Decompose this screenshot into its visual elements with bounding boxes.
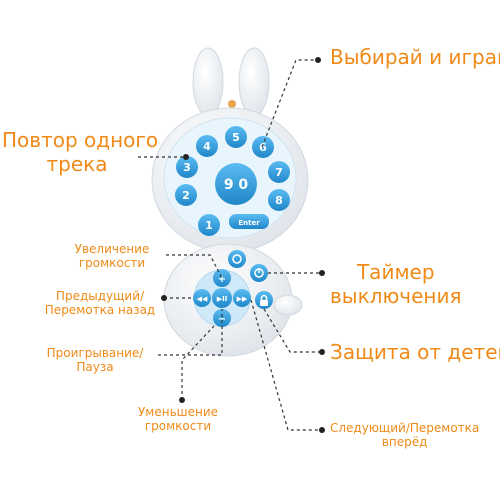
svg-text:5: 5 xyxy=(232,131,240,144)
number-key-5[interactable]: 5 xyxy=(225,126,247,148)
volume-down-button[interactable]: − xyxy=(213,309,231,327)
number-key-2[interactable]: 2 xyxy=(175,184,197,206)
svg-text:3: 3 xyxy=(183,161,191,174)
previous-button[interactable]: ◀◀ xyxy=(193,289,211,307)
mode-key[interactable] xyxy=(228,250,246,268)
label-play-pause: Проигрывание/ Пауза xyxy=(40,346,150,375)
svg-text:◀◀: ◀◀ xyxy=(197,295,208,303)
leader-lines xyxy=(138,59,322,431)
svg-text:2: 2 xyxy=(182,189,190,202)
enter-key[interactable]: Enter xyxy=(229,214,269,229)
number-key-3[interactable]: 3 xyxy=(176,156,198,178)
number-key-6[interactable]: 6 xyxy=(252,136,274,158)
svg-text:−: − xyxy=(218,314,226,325)
label-previous-line2: Перемотка назад xyxy=(44,303,156,318)
label-volume-down: Уменьшение громкости xyxy=(128,405,228,434)
label-repeat-track-line1: Повтор одного xyxy=(2,128,159,152)
label-previous-line1: Предыдущий/ xyxy=(55,289,145,303)
label-choose-play: Выбирай и играй xyxy=(330,45,500,69)
svg-text:6: 6 xyxy=(259,141,267,154)
child-lock-button[interactable] xyxy=(255,291,273,309)
label-previous: Предыдущий/ Перемотка назад xyxy=(40,289,160,318)
svg-text:9 0: 9 0 xyxy=(224,177,249,193)
rabbit-ears xyxy=(192,47,270,117)
leader-dots xyxy=(161,57,325,433)
number-key-8[interactable]: 8 xyxy=(268,189,290,211)
svg-text:+: + xyxy=(218,274,226,285)
label-volume-up-line1: Увеличение xyxy=(74,242,150,256)
sleep-timer-button[interactable] xyxy=(250,264,268,282)
label-sleep-timer: Таймер выключения xyxy=(330,260,462,308)
label-play-pause-line1: Проигрывание/ xyxy=(46,346,144,360)
label-volume-down-line1: Уменьшение xyxy=(137,405,219,419)
label-child-lock: Защита от детей xyxy=(330,340,500,364)
number-key-4[interactable]: 4 xyxy=(196,135,218,157)
label-volume-up-line2: громкости xyxy=(78,256,146,271)
svg-text:4: 4 xyxy=(203,140,211,153)
label-play-pause-line2: Пауза xyxy=(76,360,114,375)
number-key-1[interactable]: 1 xyxy=(198,214,220,236)
label-next-line1: Следующий/Перемотка xyxy=(330,421,480,435)
label-volume-up: Увеличение громкости xyxy=(62,242,162,271)
label-repeat-track-line2: трека xyxy=(46,152,108,176)
svg-text:▶II: ▶II xyxy=(217,295,228,303)
number-key-9-0[interactable]: 9 0 xyxy=(215,163,257,205)
label-sleep-timer-line1: Таймер xyxy=(356,260,435,284)
next-button[interactable]: ▶▶ xyxy=(233,289,251,307)
number-key-7[interactable]: 7 xyxy=(268,161,290,183)
play-pause-button[interactable]: ▶II xyxy=(212,288,232,308)
label-sleep-timer-line2: выключения xyxy=(330,284,462,308)
label-next-line2: вперёд xyxy=(381,435,428,450)
svg-text:1: 1 xyxy=(205,219,213,232)
svg-text:Enter: Enter xyxy=(238,219,260,227)
label-repeat-track: Повтор одного трека xyxy=(2,128,159,176)
label-volume-down-line2: громкости xyxy=(144,419,212,434)
volume-up-button[interactable]: + xyxy=(213,269,231,287)
svg-text:8: 8 xyxy=(275,194,283,207)
label-next: Следующий/Перемотка вперёд xyxy=(330,421,479,450)
svg-text:7: 7 xyxy=(275,166,283,179)
svg-text:▶▶: ▶▶ xyxy=(237,295,248,303)
